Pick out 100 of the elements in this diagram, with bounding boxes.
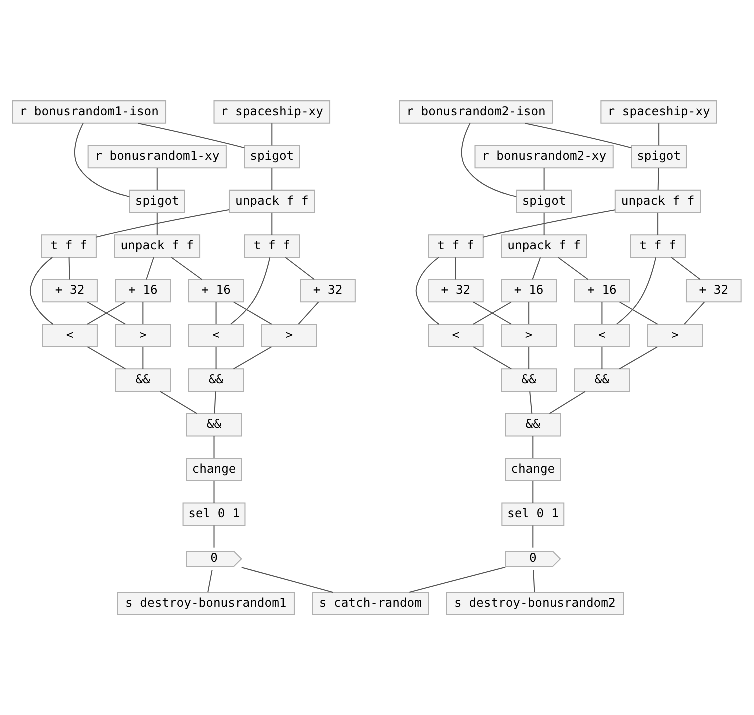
node-box: unpack f f: [501, 234, 588, 258]
node-box: spigot: [129, 189, 186, 213]
connector: [214, 391, 216, 414]
node-box: + 16: [574, 278, 630, 302]
node-box: spigot: [244, 144, 300, 168]
connector: [528, 302, 530, 324]
connector: [96, 209, 230, 238]
node-box: r spaceship-xy: [600, 100, 718, 124]
node-box: + 16: [188, 278, 244, 302]
connector: [156, 168, 158, 190]
node-box: sel 0 1: [502, 502, 565, 526]
node-box: sel 0 1: [182, 502, 246, 526]
node-box: spigot: [631, 144, 687, 168]
node-box: &&: [115, 368, 172, 392]
connector: [533, 570, 536, 592]
connector: [146, 256, 154, 280]
connector: [620, 301, 658, 324]
connector: [160, 390, 198, 414]
node-box: s catch-random: [312, 592, 430, 615]
connector: [602, 346, 603, 369]
connector: [532, 525, 534, 548]
connector: [216, 302, 217, 324]
node-box: + 32: [686, 278, 742, 302]
node-box: r bonusrandom2-ison: [399, 100, 554, 124]
connector: [87, 301, 126, 324]
connector: [530, 391, 533, 414]
connector: [298, 301, 320, 324]
connector: [684, 301, 705, 324]
connector: [30, 256, 54, 324]
node-box: r bonusrandom1-xy: [88, 144, 227, 168]
connector: [214, 436, 215, 458]
connector: [525, 122, 632, 148]
connector: [156, 212, 158, 235]
connector: [658, 212, 659, 235]
connector: [532, 480, 534, 503]
connector: [142, 346, 144, 369]
connector: [410, 566, 506, 592]
node-box: change: [505, 458, 562, 481]
node-box: t f f: [244, 234, 300, 258]
connector: [671, 256, 701, 280]
connector: [285, 256, 315, 280]
connector: [532, 436, 534, 458]
node-box: unpack f f: [114, 234, 201, 258]
connector: [455, 257, 456, 280]
connector: [416, 256, 440, 324]
node-box: <: [42, 323, 98, 347]
node-box: t f f: [41, 234, 97, 258]
node-box: &&: [188, 368, 244, 392]
connector: [272, 212, 273, 235]
connector: [461, 122, 517, 197]
connector: [619, 346, 658, 370]
connector: [272, 168, 273, 190]
node-box: >: [647, 323, 704, 347]
node-box: &&: [501, 368, 557, 392]
connector: [528, 346, 530, 369]
connector: [230, 257, 271, 324]
connector: [208, 570, 213, 592]
connector: [658, 123, 660, 146]
node-box: t f f: [428, 234, 484, 258]
node-box: <: [428, 323, 484, 347]
node-box: &&: [186, 412, 242, 436]
node-box: >: [501, 323, 557, 347]
node-box: >: [261, 323, 318, 347]
node-box: + 32: [300, 278, 356, 302]
connector: [214, 480, 215, 503]
node-box: r spaceship-xy: [214, 100, 331, 124]
node-box: t f f: [630, 234, 686, 258]
connector: [138, 122, 245, 148]
connector: [544, 212, 545, 235]
node-box: s destroy-bonusrandom2: [446, 592, 624, 615]
connector: [549, 390, 586, 414]
connector: [68, 257, 70, 280]
connector: [558, 256, 589, 280]
connector: [658, 168, 660, 190]
connector: [242, 566, 334, 593]
connector: [532, 256, 542, 280]
connector: [214, 525, 215, 548]
node-box: r bonusrandom2-xy: [474, 144, 614, 168]
connector: [216, 346, 217, 369]
node-box: unpack f f: [614, 189, 702, 213]
node-box: unpack f f: [228, 189, 316, 213]
connector: [272, 123, 273, 146]
node-box: <: [574, 323, 630, 347]
connector: [616, 257, 657, 324]
node-box: + 16: [501, 278, 557, 302]
connector: [74, 122, 130, 197]
node-box: >: [115, 323, 172, 347]
connector: [473, 301, 512, 324]
node-box: &&: [505, 412, 562, 436]
node-box: s destroy-bonusrandom1: [117, 592, 295, 615]
node-box: change: [186, 458, 242, 481]
connector: [483, 209, 616, 238]
node-box: &&: [574, 368, 630, 392]
connector: [142, 302, 144, 324]
node-box: r bonusrandom1-ison: [12, 100, 167, 124]
node-box: + 16: [115, 278, 172, 302]
connector: [602, 302, 603, 324]
connector: [87, 346, 126, 370]
node-box: + 32: [428, 278, 484, 302]
node-box: + 32: [42, 278, 98, 302]
